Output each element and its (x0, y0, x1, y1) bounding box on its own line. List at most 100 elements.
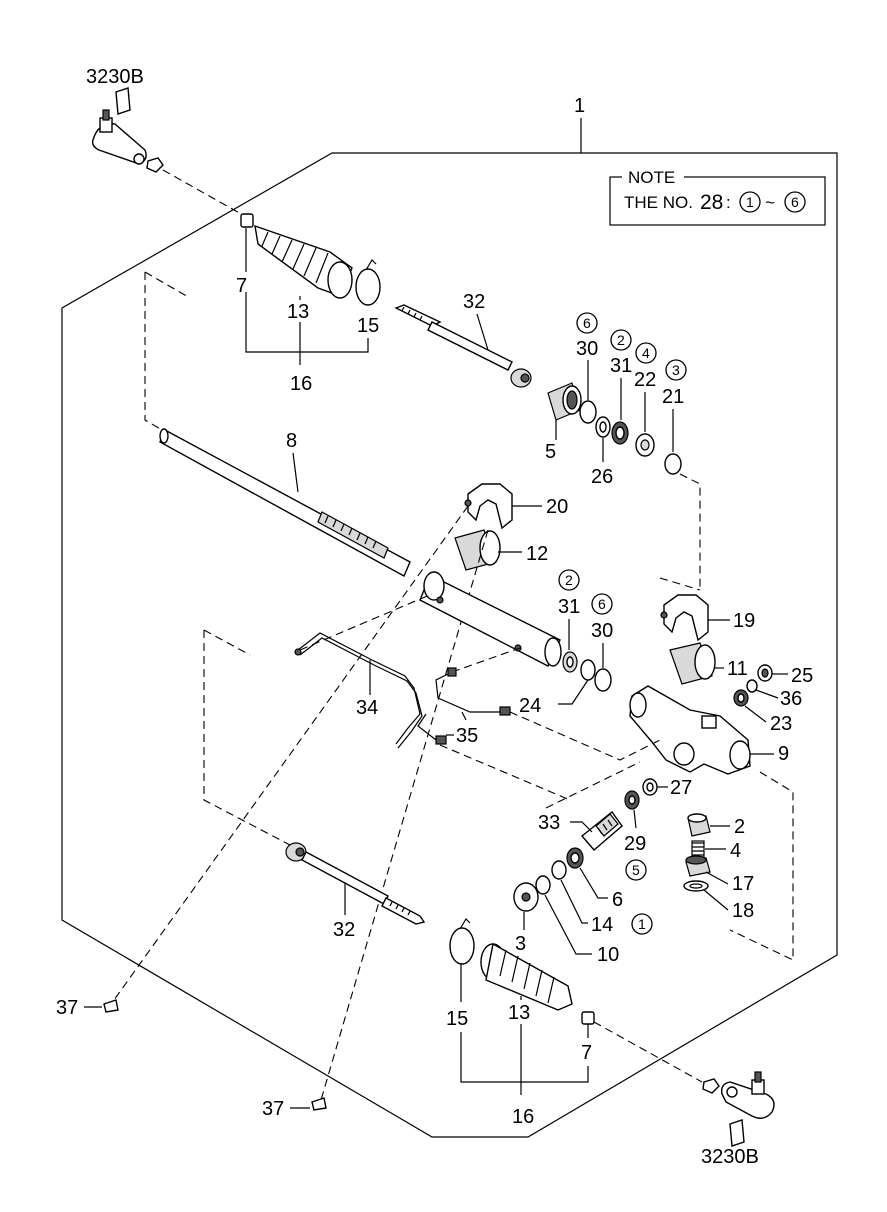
callout-10: 10 (597, 944, 619, 966)
callout-33: 33 (538, 812, 560, 834)
callout-3: 3 (515, 933, 526, 955)
callout-21: 21 (662, 386, 684, 408)
dash-right-lower (729, 771, 794, 961)
callout-16-bottom: 16 (512, 1106, 534, 1128)
seal-31-mid (562, 651, 578, 673)
tie-rod-end-bottom (720, 1071, 775, 1119)
rack-bar-8 (159, 428, 411, 577)
seal-6 (566, 847, 584, 869)
callout-18: 18 (732, 900, 754, 922)
feed-pipe-35 (417, 667, 511, 745)
spring-4 (691, 840, 705, 858)
yoke-2 (687, 813, 711, 837)
hand-pointer-icon (115, 87, 131, 115)
bracket-16-bottom (460, 1024, 589, 1095)
bushing-11 (669, 642, 716, 685)
clip-37-bottom (311, 1097, 327, 1111)
callout-13-bottom: 13 (508, 1002, 530, 1024)
pinion-shaft-33 (580, 810, 623, 851)
callout-14: 14 (591, 914, 613, 936)
seal-29 (624, 790, 640, 810)
cap-3 (513, 882, 539, 912)
callout-15-bottom: 15 (446, 1008, 468, 1030)
dust-boot-bottom (480, 942, 573, 1011)
mount-bracket-19 (660, 594, 709, 642)
note-prefix: THE NO. (624, 193, 693, 212)
washer-14 (551, 860, 567, 880)
callout-36: 36 (780, 688, 802, 710)
gear-housing-9 (629, 685, 751, 775)
inner-tie-rod-bottom (285, 842, 426, 925)
callout-6: 6 (612, 889, 623, 911)
callout-15-top: 15 (357, 315, 379, 337)
callout-31-top: 31 (610, 355, 632, 377)
hand-pointer-icon-bottom (729, 1119, 745, 1147)
callout-23: 23 (770, 713, 792, 735)
nut-18 (683, 880, 709, 892)
dash-34-housing (299, 593, 433, 651)
callout-3230b-bottom: 3230B (701, 1146, 759, 1168)
plug-17 (685, 855, 711, 877)
dash-37-top (113, 505, 469, 1001)
rack-housing-tube (419, 571, 562, 667)
washer-24 (580, 659, 596, 681)
band-15-bottom (449, 918, 475, 965)
kit-marker-3-top: 3 (672, 362, 680, 378)
dash-left-mid (203, 629, 291, 846)
nut-23 (733, 689, 749, 707)
callout-17: 17 (732, 873, 754, 895)
kit-marker-6-top: 6 (583, 315, 591, 331)
washer-36 (746, 679, 758, 693)
callout-3230b-top: 3230B (86, 66, 144, 88)
callout-32-bottom: 32 (333, 919, 355, 941)
inner-tie-rod-top (394, 304, 532, 388)
note-box: NOTE THE NO. 28 : 1 ~ 6 (609, 168, 826, 226)
band-15-top (355, 259, 381, 306)
callout-7-top: 7 (236, 275, 247, 297)
callout-30-mid: 30 (591, 620, 613, 642)
tie-rod-end-top (91, 109, 147, 165)
callout-7-bottom: 7 (581, 1042, 592, 1064)
kit-marker-5: 5 (632, 862, 640, 878)
callout-26: 26 (591, 466, 613, 488)
seal-31-top (611, 421, 629, 445)
bracket-16-top (245, 292, 369, 365)
oring-30-mid (594, 668, 612, 692)
callout-20: 20 (546, 496, 568, 518)
oring-30-top (579, 400, 597, 424)
dash-tie-rod-top (162, 169, 244, 216)
ring-27 (642, 778, 658, 796)
note-range-start: 1 (746, 194, 754, 210)
callout-13-top: 13 (287, 301, 309, 323)
kit-marker-1: 1 (638, 916, 646, 932)
callout-1: 1 (574, 95, 585, 117)
callout-9: 9 (778, 743, 789, 765)
callout-19: 19 (733, 610, 755, 632)
note-number: 28 (700, 191, 723, 214)
kit-marker-2-mid: 2 (565, 572, 573, 588)
kit-marker-6-mid: 6 (598, 596, 606, 612)
nut-top (146, 157, 164, 173)
callout-5: 5 (545, 441, 556, 463)
bushing-12 (454, 529, 501, 571)
assembly-boundary (61, 152, 838, 1138)
dash-37-bottom (320, 529, 489, 1101)
snap-ring-21 (664, 453, 682, 475)
callout-37-top: 37 (56, 997, 78, 1019)
nut-bottom (702, 1078, 720, 1094)
dust-boot-top (254, 224, 353, 299)
mount-bracket-20 (464, 483, 513, 530)
dash-center-diag (439, 744, 641, 809)
callout-37-bottom: 37 (262, 1098, 284, 1120)
callout-2: 2 (734, 816, 745, 838)
dash-pinion-housing (509, 711, 661, 761)
callout-25: 25 (791, 665, 813, 687)
callout-24: 24 (519, 695, 541, 717)
callout-30-top: 30 (576, 338, 598, 360)
clip-37-left (103, 999, 119, 1013)
callout-32-top: 32 (463, 291, 485, 313)
callout-31-mid: 31 (558, 596, 580, 618)
feed-pipe-34 (294, 632, 423, 749)
callout-4: 4 (730, 840, 741, 862)
callout-12: 12 (526, 543, 548, 565)
